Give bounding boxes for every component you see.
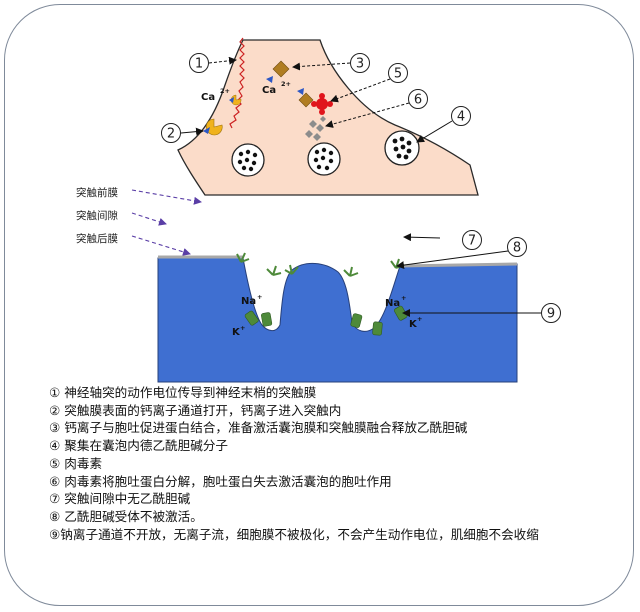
presynaptic-pointer	[131, 189, 202, 205]
pointer-4	[416, 120, 453, 143]
marker-3: 3	[350, 53, 370, 73]
svg-text:3: 3	[356, 57, 364, 72]
legend-item-9: ⑨钠离子通道不开放，无离子流，细胞膜不被极化，不会产生动作电位，肌细胞不会收缩	[49, 526, 539, 542]
potassium-charge-right: +	[417, 315, 422, 323]
svg-text:4: 4	[457, 110, 465, 125]
sodium-charge-left: +	[257, 293, 262, 301]
calcium-ion-triangle-icon	[203, 127, 210, 134]
marker-6: 6	[408, 89, 428, 109]
legend-item-6: ⑥ 肉毒素将胞吐蛋白分解，胞吐蛋白失去激活囊泡的胞吐作用	[49, 473, 392, 489]
marker-1: 1	[189, 53, 209, 73]
exocytosis-protein-icon	[272, 60, 290, 78]
calcium-ion-triangle-icon	[297, 88, 304, 95]
svg-text:1: 1	[195, 57, 203, 72]
potassium-label-left: K	[232, 327, 241, 338]
postsynaptic-muscle	[157, 257, 518, 383]
pointer-1	[208, 56, 237, 65]
svg-text:8: 8	[513, 241, 521, 256]
legend: ① 神经轴突的动作电位传导到神经末梢的突触膜 ② 突触膜表面的钙离子通道打开，钙…	[49, 384, 629, 543]
pointer-7	[403, 233, 441, 242]
pointer-8	[396, 250, 509, 270]
legend-item-4: ④ 聚集在囊泡内德乙酰胆碱分子	[49, 438, 229, 454]
svg-text:6: 6	[414, 93, 422, 108]
pointer-5	[330, 78, 391, 103]
synapse-diagram: Ca 2+ Ca 2+	[76, 37, 561, 383]
postsynaptic-membrane-label: 突触后膜	[76, 232, 118, 245]
vesicle-middle	[307, 142, 341, 176]
sodium-label-right: Na	[385, 298, 400, 309]
sodium-charge-right: +	[401, 294, 406, 302]
sodium-label-left: Na	[241, 296, 256, 307]
vesicle-left	[231, 143, 265, 177]
ach-receptors	[236, 252, 408, 336]
membrane-edge-right	[399, 262, 518, 268]
legend-item-3: ③ 钙离子与胞吐促进蛋白结合，准备激活囊泡膜和突触膜融合释放乙酰胆碱	[49, 420, 468, 436]
calcium-channel-icon	[205, 118, 223, 136]
botulinum-toxin-icon	[311, 93, 333, 115]
action-potential-wave	[229, 37, 245, 129]
calcium-ion-triangle-icon	[229, 97, 234, 103]
calcium-label-left: Ca	[201, 92, 215, 103]
marker-5: 5	[388, 63, 408, 83]
protein-fragments-icon	[305, 116, 326, 141]
legend-item-1: ① 神经轴突的动作电位传导到神经末梢的突触膜	[49, 385, 317, 400]
presynaptic-membrane-label: 突触前膜	[76, 186, 118, 199]
calcium-label-right: Ca	[262, 85, 276, 96]
svg-text:9: 9	[547, 307, 555, 322]
svg-text:7: 7	[468, 234, 476, 249]
calcium-ion-triangle-icon	[266, 76, 273, 83]
potassium-label-right: K	[409, 319, 418, 330]
calcium-charge-left: 2+	[220, 87, 230, 95]
postsynaptic-pointer	[131, 235, 191, 256]
legend-item-8: ⑧ 乙酰胆碱受体不被激活。	[49, 508, 203, 524]
marker-9: 9	[541, 303, 561, 323]
calcium-charge-right: 2+	[281, 80, 291, 88]
svg-text:2: 2	[167, 127, 175, 142]
legend-item-7: ⑦ 突触间隙中无乙酰胆碱	[49, 491, 191, 507]
potassium-charge-left: +	[240, 324, 245, 332]
marker-7: 7	[462, 230, 482, 250]
svg-text:5: 5	[394, 67, 402, 82]
marker-8: 8	[507, 237, 527, 257]
legend-item-2: ② 突触膜表面的钙离子通道打开，钙离子进入突触内	[49, 402, 342, 418]
pointer-3	[292, 62, 351, 71]
pointer-6	[325, 102, 410, 128]
legend-item-5: ⑤ 肉毒素	[49, 455, 103, 471]
marker-4: 4	[451, 106, 471, 126]
activated-protein-icon	[298, 92, 314, 108]
vesicle-right	[384, 130, 420, 166]
pointer-2	[180, 127, 204, 136]
marker-2: 2	[161, 123, 181, 143]
synaptic-cleft-label: 突触间隙	[76, 209, 118, 222]
cleft-pointer	[131, 212, 167, 226]
